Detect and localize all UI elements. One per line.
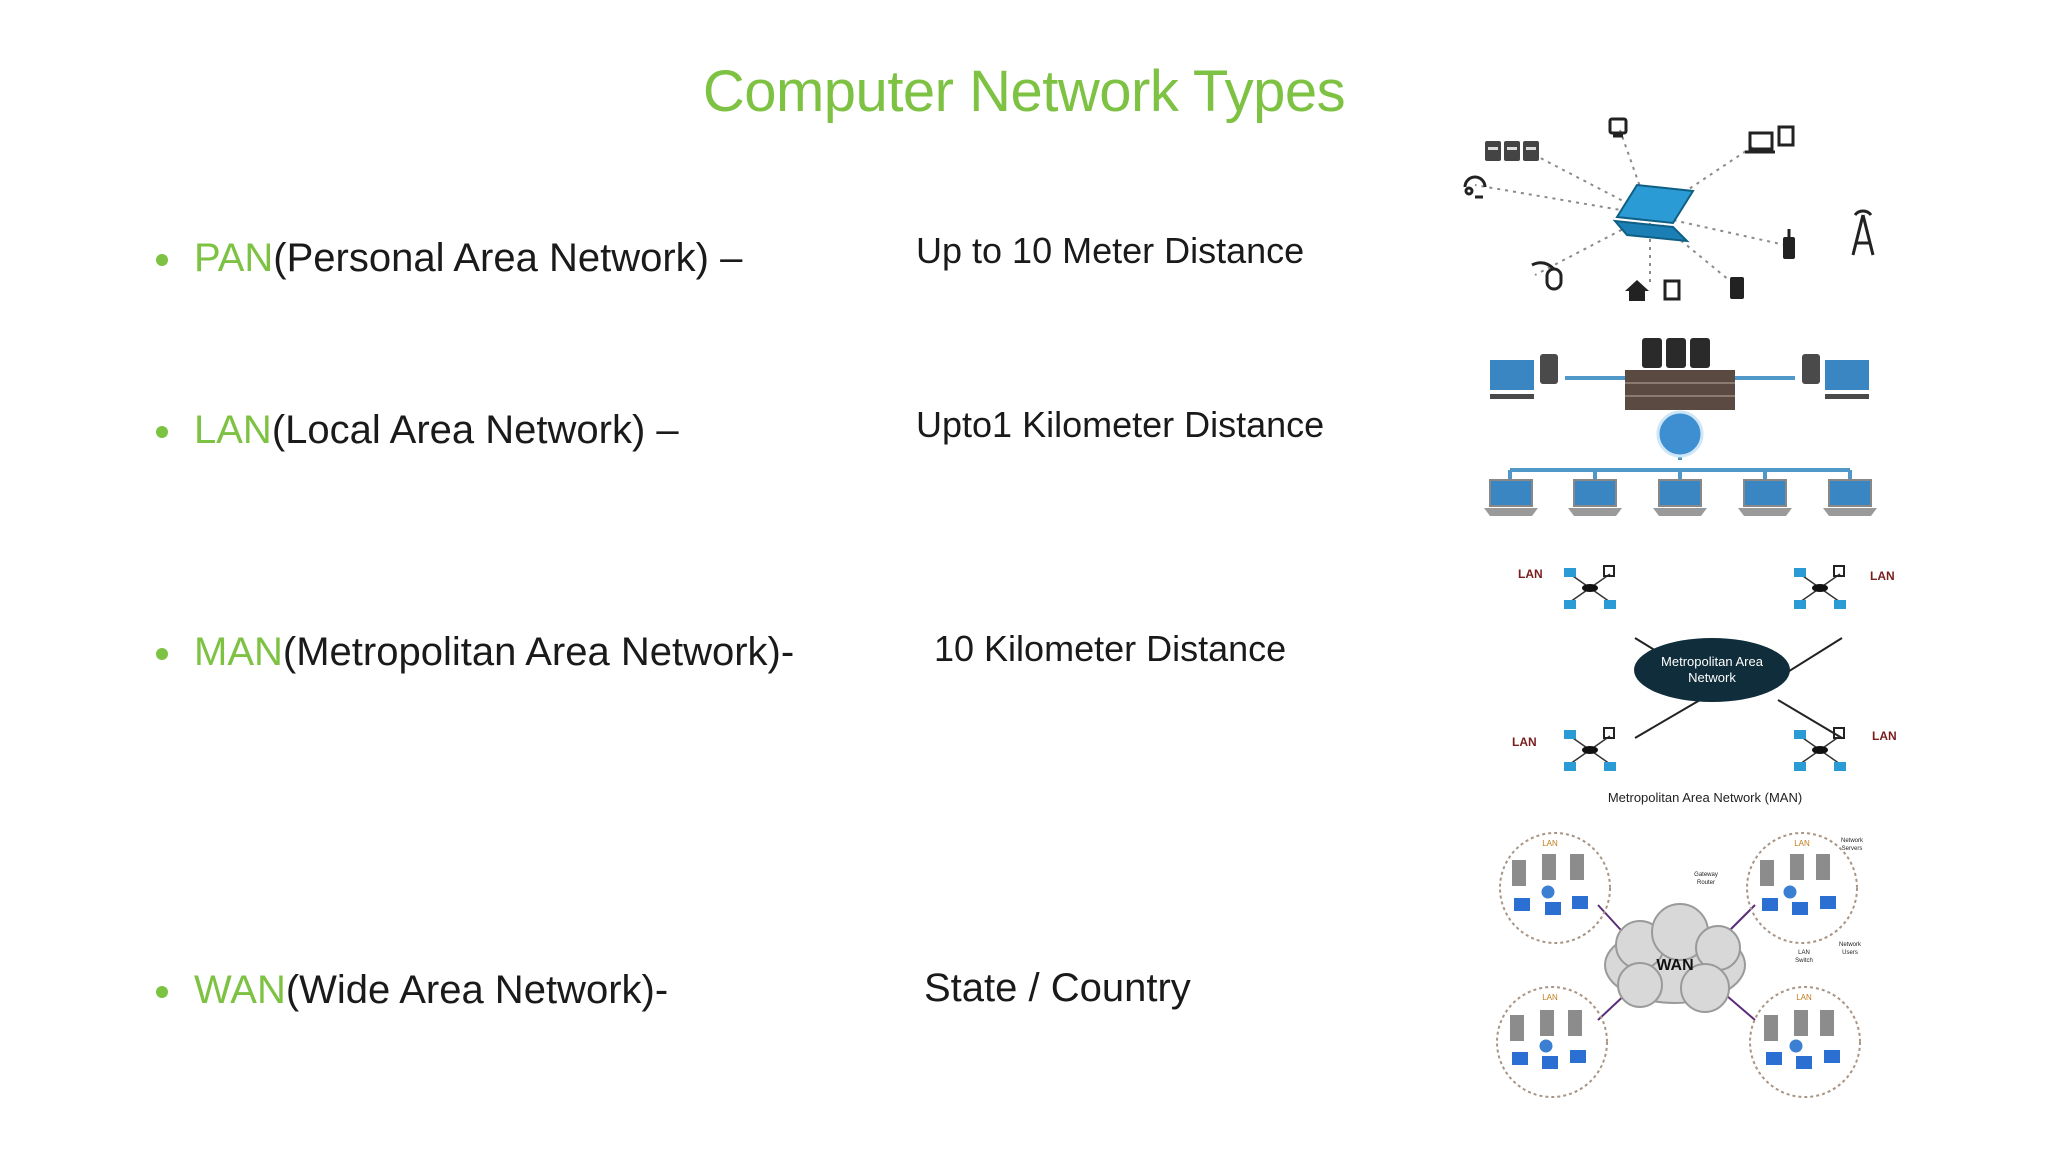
server-rack-icon: [1485, 141, 1539, 161]
router-icon: [1538, 884, 1804, 1054]
lan-label: LAN: [1794, 839, 1810, 848]
row-man: MAN(Metropolitan Area Network)- 10 Kilom…: [0, 628, 1400, 690]
term-man-text: (Metropolitan Area Network)-: [282, 630, 795, 674]
distance-wan: State / Country: [924, 966, 1191, 1010]
term-lan-text: (Local Area Network) –: [271, 408, 679, 452]
lan-cluster-circle: [1496, 832, 1861, 1098]
lan-switch-label: LAN: [1798, 950, 1810, 956]
server-icon: [1510, 854, 1834, 1041]
bullet-icon: [156, 648, 168, 660]
laptop-icon: [1484, 479, 1538, 516]
desktop-icon: [1802, 354, 1869, 399]
network-users-label: Network: [1839, 942, 1862, 948]
mouse-icon: [1531, 261, 1563, 291]
lan-cluster: [1564, 727, 1616, 771]
laptop-icon: [1568, 479, 1622, 516]
bullet-icon: [156, 986, 168, 998]
house-icon: [1625, 279, 1681, 301]
term-wan: WAN(Wide Area Network)-: [194, 968, 668, 1013]
term-man: MAN(Metropolitan Area Network)-: [194, 630, 794, 675]
lan-label: LAN: [1870, 569, 1895, 583]
firewall-icon: [1625, 370, 1735, 410]
lan-label: LAN: [1542, 839, 1558, 848]
desktop-icon: [1490, 354, 1558, 399]
term-pan: PAN(Personal Area Network) –: [194, 236, 742, 281]
remote-icon: [1730, 277, 1744, 299]
lan-label: LAN: [1518, 567, 1543, 581]
lan-label: LAN: [1542, 993, 1558, 1002]
lan-diagram: [1484, 338, 1877, 516]
bullet-icon: [156, 254, 168, 266]
term-pan-text: (Personal Area Network) –: [273, 236, 743, 280]
lan-switch-label: Switch: [1795, 958, 1813, 964]
lan-cluster: [1794, 727, 1846, 771]
abbr-man: MAN: [194, 630, 283, 674]
man-center-label: Network: [1688, 670, 1736, 685]
gateway-router-label: Gateway: [1694, 872, 1718, 878]
distance-pan: Up to 10 Meter Distance: [916, 230, 1305, 271]
man-caption: Metropolitan Area Network (MAN): [1608, 790, 1802, 805]
term-wan-text: (Wide Area Network)-: [285, 968, 669, 1012]
wan-cloud: [1604, 903, 1746, 1013]
phone-icon: [1783, 229, 1795, 259]
network-servers-label: Network: [1841, 838, 1864, 844]
lan-label: LAN: [1872, 729, 1897, 743]
wan-label: WAN: [1656, 957, 1693, 974]
abbr-wan: WAN: [194, 968, 286, 1012]
pan-diagram: [1463, 117, 1875, 301]
term-lan: LAN(Local Area Network) –: [194, 408, 679, 453]
network-users-label: Users: [1842, 950, 1858, 956]
tablet-icon: [1608, 117, 1628, 138]
gateway-router-label: Router: [1697, 880, 1715, 886]
wan-diagram: WAN LAN LAN LAN LAN Gateway Router Netwo…: [1496, 832, 1864, 1098]
lan-label: LAN: [1796, 993, 1812, 1002]
distance-lan: Upto1 Kilometer Distance: [916, 404, 1325, 445]
tower-icon: [1851, 209, 1875, 256]
row-lan: LAN(Local Area Network) – Upto1 Kilomete…: [0, 404, 1400, 468]
laptop-icon: [1653, 479, 1707, 516]
man-center-label: Metropolitan Area: [1661, 654, 1764, 669]
globe-icon: [1656, 410, 1704, 458]
bullet-icon: [156, 426, 168, 438]
laptop-icon: [1738, 479, 1792, 516]
monitor-icon: [1745, 125, 1795, 154]
abbr-lan: LAN: [194, 408, 272, 452]
server-icon: [1642, 338, 1710, 368]
lan-cluster: [1564, 565, 1616, 609]
laptop-icon: [1612, 183, 1695, 243]
headset-icon: [1463, 175, 1487, 199]
workstation-icon: [1512, 896, 1840, 1069]
laptop-icon: [1823, 479, 1877, 516]
man-center-ellipse: [1634, 638, 1790, 702]
distance-man: 10 Kilometer Distance: [934, 628, 1287, 669]
row-pan: PAN(Personal Area Network) – Up to 10 Me…: [0, 230, 1400, 296]
lan-label: LAN: [1512, 735, 1537, 749]
network-servers-label: Servers: [1842, 846, 1863, 852]
lan-cluster: [1794, 565, 1846, 609]
abbr-pan: PAN: [194, 236, 274, 280]
man-diagram: Metropolitan Area Network LAN LAN LAN LA…: [1512, 565, 1897, 805]
row-wan: WAN(Wide Area Network)- State / Country: [0, 966, 1400, 1028]
slide-title: Computer Network Types: [702, 59, 1346, 124]
